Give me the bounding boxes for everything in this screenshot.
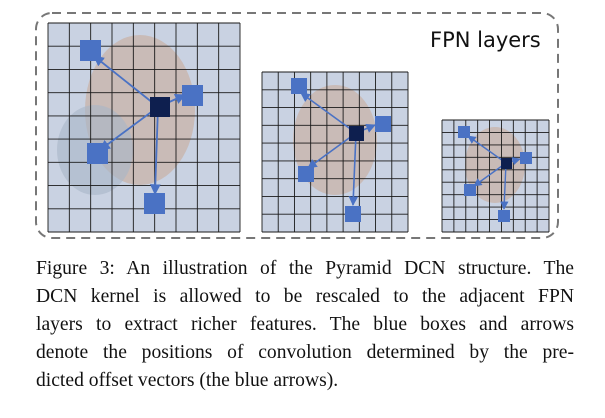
offset-box [375,116,391,132]
kernel-center-square [150,97,170,117]
caption-line: denote the positions of convolution dete… [36,342,574,363]
offset-arrow [307,132,357,169]
offset-box [144,193,165,214]
offset-vectors-small [458,126,532,222]
kernel-center-square [349,126,364,141]
kernel-center-square [501,158,512,169]
offset-arrow [99,106,159,151]
fpn-layers-label: FPN layers [430,28,541,52]
offset-box [498,210,510,222]
caption-line: dicted offset vectors (the blue arrows). [36,370,339,391]
offset-box [345,206,361,222]
offset-arrow [300,92,357,134]
offset-box [464,184,476,196]
offset-arrow [149,106,161,196]
offset-box [520,152,532,164]
fpn-layer-small [441,119,550,233]
pyramid-dcn-diagram: FPN layers [35,12,559,239]
offset-box [80,40,101,61]
offset-box [291,78,307,94]
offset-box [298,166,314,182]
offset-arrow [93,55,159,108]
pyramid-dcn-figure: FPN layers [35,12,559,239]
offset-box [182,85,203,106]
offset-arrow [348,132,359,206]
offset-box [458,126,470,138]
offset-arrow [500,162,509,210]
caption-line: Figure 3: An illustration of the Pyramid… [36,258,574,279]
fpn-layer-medium [261,71,409,233]
offset-arrow [467,135,507,164]
caption-line: DCN kernel is allowed to be rescaled to … [36,286,574,307]
offset-vectors-medium [291,78,391,222]
caption-line: layers to extract richer features. The b… [36,314,574,335]
offset-arrow [473,162,507,187]
offset-vectors-large [80,40,203,214]
figure-caption: Figure 3: An illustration of the Pyramid… [36,255,574,395]
offset-box [87,143,108,164]
fpn-container-border [35,12,559,239]
